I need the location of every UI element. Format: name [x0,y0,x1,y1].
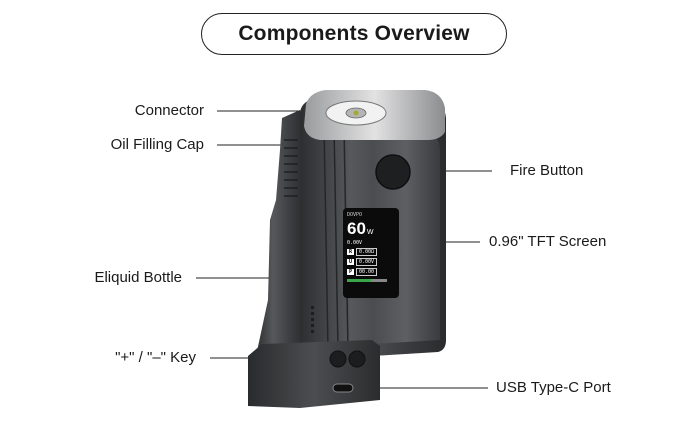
plus-minus-key-label: "+" / "–" Key [115,349,196,366]
screen-unit: W [366,229,374,236]
screen-row-key: R [347,249,355,255]
screen-row-key: U [347,259,355,265]
screen-row-value: 00.00 [356,268,378,276]
plus-key [329,350,347,368]
usb-c-port [332,383,354,393]
screen-row-key: P [347,269,355,275]
usb-port-label: USB Type-C Port [496,379,611,396]
tft-screen-label: 0.96" TFT Screen [489,233,607,250]
grip-texture [284,139,298,197]
screen-power: 60 [347,219,366,238]
battery-bar [347,279,387,282]
screen-sub: 0.00V [347,240,363,246]
vent-dots [311,306,314,333]
oil-filling-cap-label: Oil Filling Cap [110,136,204,153]
eliquid-bottle-label: Eliquid Bottle [94,269,182,286]
fire-button-label: Fire Button [510,162,584,179]
screen-brand: DOVPO [347,212,363,218]
screen-row-value: 0.00V [356,258,378,266]
minus-key [348,350,366,368]
title-box: Components Overview [201,13,507,55]
page-title: Components Overview [238,22,470,45]
connector-label: Connector [134,102,204,119]
eliquid-bottle [256,110,305,405]
screen-power-row: 60 W [347,219,395,239]
fire-button [375,154,411,190]
device-base [248,340,380,408]
screen-row-value: 0.00Ω [356,248,378,256]
